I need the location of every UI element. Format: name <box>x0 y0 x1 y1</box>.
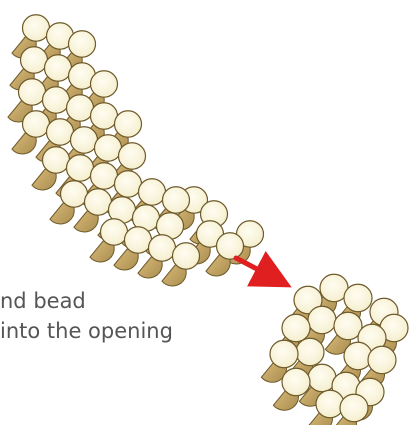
caption-line-1: nd bead <box>0 286 173 316</box>
rod-bundle-icon <box>8 15 264 286</box>
hexagonal-rod-cluster-icon <box>261 274 408 425</box>
caption: nd bead into the opening <box>0 286 173 346</box>
caption-line-2: into the opening <box>0 316 173 346</box>
red-arrow-icon <box>236 258 274 278</box>
